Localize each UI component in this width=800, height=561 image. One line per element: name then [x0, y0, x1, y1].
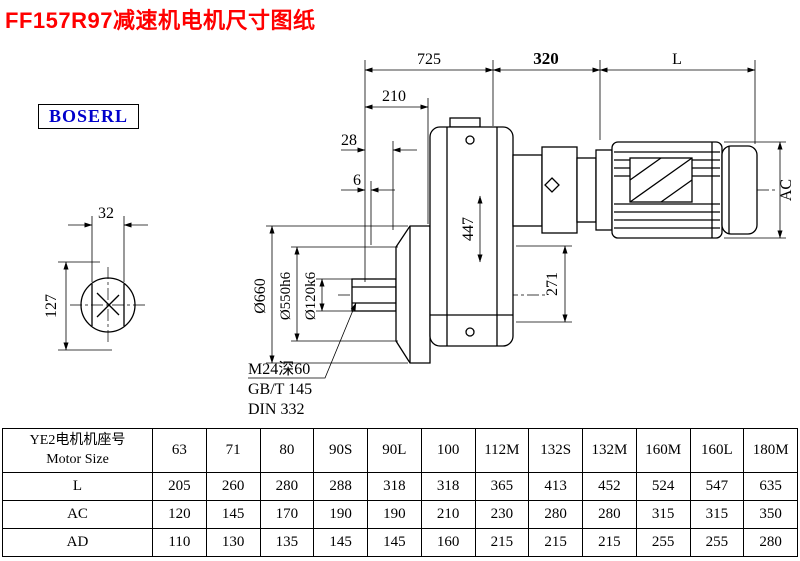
dim-value-cell: 145 [313, 528, 368, 557]
dim-value-cell: 635 [743, 472, 798, 501]
dim-value-cell: 318 [367, 472, 422, 501]
shaft-end-view [80, 277, 136, 333]
dim-AC: AC [778, 179, 795, 201]
note-din: DIN 332 [248, 401, 304, 418]
dim-120k6: Ø120k6 [303, 271, 319, 320]
size-col-header: 160M [635, 428, 691, 473]
dim-value-cell: 145 [205, 500, 261, 529]
motor-size-header-en: Motor Size [46, 451, 109, 467]
dim-550h6: Ø550h6 [278, 271, 294, 320]
dim-value-cell: 255 [689, 528, 745, 557]
row-label: AC [2, 500, 153, 529]
note-thread: M24深60 [248, 360, 310, 378]
note-gb: GB/T 145 [248, 381, 312, 398]
dim-value-cell: 205 [152, 472, 207, 501]
dim-value-cell: 288 [313, 472, 368, 501]
input-section-outline [512, 146, 613, 234]
row-label: AD [2, 528, 153, 557]
dimension-labels: 725 320 L 210 28 6 32 127 Ø660 Ø550h6 Ø1… [43, 49, 795, 320]
size-col-header: 63 [152, 428, 207, 473]
dim-value-cell: 120 [152, 500, 207, 529]
motor-size-header-cn: YE2电机机座号 [29, 433, 126, 449]
dim-value-cell: 318 [420, 472, 476, 501]
size-col-header: 90S [313, 428, 368, 473]
dim-value-cell: 160 [420, 528, 476, 557]
size-col-header: 180M [743, 428, 798, 473]
motor-size-table: YE2电机机座号 Motor Size 63 71 80 90S 90L 100… [2, 428, 798, 557]
dim-value-cell: 280 [582, 500, 637, 529]
dim-value-cell: 280 [528, 500, 583, 529]
dim-value-cell: 215 [474, 528, 530, 557]
dim-value-cell: 170 [259, 500, 315, 529]
dim-271: 271 [544, 272, 561, 296]
dim-28: 28 [341, 132, 357, 149]
dim-value-cell: 210 [420, 500, 476, 529]
dim-660: Ø660 [252, 278, 269, 314]
size-col-header: 80 [259, 428, 315, 473]
dim-210: 210 [382, 88, 406, 105]
dim-value-cell: 350 [743, 500, 798, 529]
table-row-AD: AD 110 130 135 145 145 160 215 215 215 2… [2, 528, 798, 557]
dim-value-cell: 255 [635, 528, 691, 557]
dim-value-cell: 190 [367, 500, 422, 529]
dim-value-cell: 215 [528, 528, 583, 557]
dim-value-cell: 365 [474, 472, 530, 501]
dim-725: 725 [417, 51, 441, 68]
page-title: FF157R97减速机电机尺寸图纸 [5, 8, 316, 33]
dim-value-cell: 280 [743, 528, 798, 557]
gearbox-outline [429, 117, 514, 347]
dim-value-cell: 452 [582, 472, 637, 501]
dim-32: 32 [98, 205, 114, 222]
dim-value-cell: 215 [582, 528, 637, 557]
boserl-logo-text: BOSERL [49, 106, 129, 126]
dimension-lines [63, 67, 783, 379]
dim-320: 320 [533, 49, 559, 68]
row-label: L [2, 472, 153, 501]
dim-value-cell: 315 [635, 500, 691, 529]
dim-value-cell: 145 [367, 528, 422, 557]
technical-drawing: 725 320 L 210 28 6 32 127 Ø660 Ø550h6 Ø1… [43, 49, 795, 418]
table-row-AC: AC 120 145 170 190 190 210 230 280 280 3… [2, 500, 798, 529]
drawing-notes: M24深60 GB/T 145 DIN 332 [248, 360, 312, 418]
dim-value-cell: 110 [152, 528, 207, 557]
motor-outline [611, 141, 758, 239]
dim-L: L [672, 51, 682, 68]
dim-value-cell: 524 [635, 472, 691, 501]
dim-447: 447 [460, 217, 477, 241]
dim-value-cell: 260 [205, 472, 261, 501]
size-col-header: 132S [528, 428, 583, 473]
flange-outline [351, 225, 431, 364]
size-col-header: 132M [582, 428, 637, 473]
motor-size-header: YE2电机机座号 Motor Size [2, 428, 153, 473]
size-col-header: 71 [205, 428, 261, 473]
boserl-logo: BOSERL [38, 104, 140, 129]
dim-value-cell: 130 [205, 528, 261, 557]
dim-value-cell: 230 [474, 500, 530, 529]
dim-value-cell: 190 [313, 500, 368, 529]
dim-value-cell: 413 [528, 472, 583, 501]
dim-6: 6 [353, 172, 361, 189]
dim-value-cell: 547 [689, 472, 745, 501]
dim-127: 127 [43, 294, 60, 318]
table-header-row: YE2电机机座号 Motor Size 63 71 80 90S 90L 100… [2, 428, 798, 473]
size-col-header: 160L [689, 428, 745, 473]
dim-value-cell: 315 [689, 500, 745, 529]
table-row-L: L 205 260 280 288 318 318 365 413 452 52… [2, 472, 798, 501]
size-col-header: 112M [474, 428, 530, 473]
dim-value-cell: 280 [259, 472, 315, 501]
dim-value-cell: 135 [259, 528, 315, 557]
size-col-header: 100 [420, 428, 476, 473]
size-col-header: 90L [367, 428, 422, 473]
